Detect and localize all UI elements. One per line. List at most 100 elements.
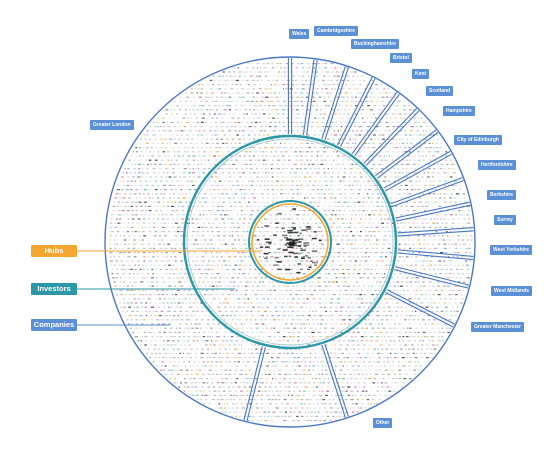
node-dot — [386, 210, 389, 212]
node-dot — [126, 163, 130, 165]
node-dot — [233, 71, 235, 73]
node-dot — [211, 331, 214, 333]
node-dot — [137, 142, 140, 144]
node-dot — [420, 163, 422, 165]
node-dot — [176, 105, 179, 107]
node-dot — [333, 273, 337, 275]
node-dot — [199, 105, 201, 107]
node-dot — [244, 126, 247, 128]
node-dot — [338, 273, 342, 275]
node-dot — [201, 289, 204, 291]
node-dot — [385, 348, 388, 350]
node-dot — [273, 92, 277, 94]
node-dot — [245, 294, 247, 296]
node-dot — [344, 71, 347, 73]
node-dot — [406, 159, 408, 161]
node-dot — [374, 252, 378, 254]
node-dot — [207, 151, 209, 153]
node-dot — [221, 268, 223, 270]
node-dot — [361, 264, 363, 266]
node-dot — [270, 100, 273, 102]
node-dot — [201, 138, 204, 140]
node-dot — [402, 151, 404, 153]
node-dot — [295, 247, 299, 249]
node-dot — [461, 294, 463, 296]
node-dot — [330, 155, 334, 157]
node-dot — [418, 201, 422, 203]
node-dot — [190, 323, 192, 325]
node-dot — [414, 214, 416, 216]
node-dot — [353, 180, 356, 182]
node-dot — [119, 247, 121, 249]
node-dot — [338, 210, 341, 212]
node-dot — [389, 252, 393, 254]
node-dot — [259, 302, 262, 304]
node-dot — [151, 184, 155, 186]
node-dot — [285, 176, 288, 178]
node-dot — [403, 117, 406, 119]
node-dot — [428, 159, 432, 161]
node-dot — [302, 71, 306, 73]
node-dot — [319, 315, 323, 317]
node-dot — [193, 214, 197, 216]
node-dot — [313, 315, 317, 317]
node-dot — [157, 306, 161, 308]
node-dot — [357, 306, 361, 308]
node-dot — [267, 348, 271, 350]
node-dot — [292, 365, 294, 367]
node-dot — [455, 247, 457, 249]
node-dot — [283, 331, 286, 333]
node-dot — [432, 210, 435, 212]
node-dot — [351, 239, 354, 241]
node-dot — [127, 168, 130, 170]
node-dot — [427, 285, 431, 287]
node-dot — [364, 256, 367, 258]
node-dot — [432, 176, 434, 178]
node-dot — [144, 306, 147, 308]
node-dot — [276, 331, 280, 333]
node-dot — [180, 285, 183, 287]
node-dot — [391, 121, 395, 123]
node-dot — [214, 243, 217, 245]
node-dot — [149, 151, 151, 153]
node-dot — [284, 184, 286, 186]
node-dot — [297, 63, 299, 65]
node-dot — [266, 180, 270, 182]
node-dot — [322, 252, 325, 254]
node-dot — [158, 344, 162, 346]
node-dot — [320, 323, 323, 325]
node-dot — [211, 277, 213, 279]
node-dot — [218, 88, 221, 90]
node-dot — [231, 147, 234, 149]
node-dot — [413, 159, 416, 161]
node-dot — [371, 197, 374, 199]
node-dot — [337, 155, 340, 157]
node-dot — [421, 151, 425, 153]
node-dot — [367, 180, 370, 182]
node-dot — [281, 155, 285, 157]
node-dot — [356, 75, 359, 77]
node-dot — [312, 369, 315, 371]
node-dot — [441, 285, 443, 287]
node-dot — [168, 184, 172, 186]
node-dot — [424, 298, 428, 300]
node-dot — [126, 214, 128, 216]
node-dot — [179, 176, 182, 178]
node-dot — [226, 75, 228, 77]
node-dot — [175, 189, 177, 191]
node-dot — [149, 315, 152, 317]
node-dot — [192, 281, 195, 283]
node-dot — [238, 268, 242, 270]
node-dot — [255, 100, 258, 102]
node-dot — [224, 243, 228, 245]
node-dot — [119, 302, 122, 304]
node-dot — [223, 336, 226, 338]
node-dot — [352, 331, 355, 333]
node-dot — [356, 180, 360, 182]
node-dot — [361, 369, 363, 371]
node-dot — [263, 336, 265, 338]
node-dot — [375, 218, 378, 220]
node-dot — [374, 323, 376, 325]
node-dot — [306, 184, 310, 186]
node-dot — [160, 176, 164, 178]
